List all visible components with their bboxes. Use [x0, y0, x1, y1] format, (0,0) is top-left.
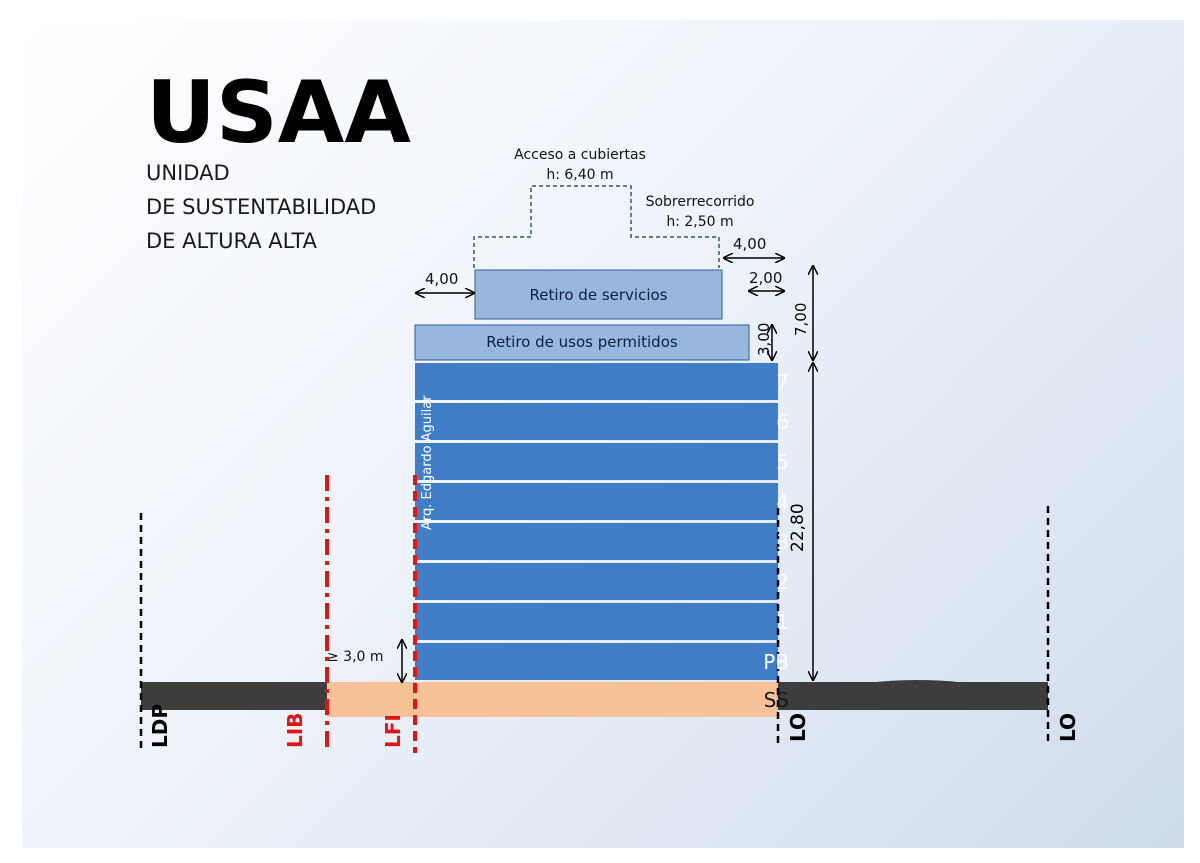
subtitle-line-3: DE ALTURA ALTA — [146, 229, 318, 253]
ldp-label: LDP — [148, 703, 172, 748]
dim-usos-height: 3,00 — [755, 322, 773, 356]
floor-label-6: 6 — [776, 410, 789, 434]
floor-2 — [415, 563, 778, 600]
section-diagram — [139, 185, 1050, 753]
floor-4 — [415, 483, 778, 520]
retiro-usos-label: Retiro de usos permitidos — [486, 333, 678, 351]
sobrerrecorrido-label: Sobrerrecorrido — [645, 194, 755, 210]
floor-label-7: 7 — [776, 370, 789, 394]
floor-label-2: 2 — [776, 570, 789, 594]
floor-1 — [415, 603, 778, 640]
dim-left-servicios: 4,00 — [425, 270, 459, 288]
dim-right-servicios: 2,00 — [749, 269, 783, 287]
acceso-outline — [473, 185, 720, 268]
lib-label: LIB — [283, 712, 307, 748]
dim-retiro-total: 7,00 — [792, 302, 810, 336]
basement-label: SS — [763, 688, 789, 712]
floor-7 — [415, 363, 778, 400]
min-height-label: ≥ 3,0 m — [327, 649, 384, 665]
road-crown — [834, 680, 1000, 710]
retiro-servicios-box — [474, 269, 723, 320]
author-credit: Arq. Edgardo Aguilar — [420, 395, 435, 530]
floor-6 — [415, 403, 778, 440]
floor-5 — [415, 443, 778, 480]
floor-stack — [415, 363, 778, 680]
acceso-label: Acceso a cubiertas — [514, 147, 646, 163]
lfi-label: LFI — [381, 714, 405, 748]
dim-top-right: 4,00 — [733, 235, 767, 253]
subtitle-line-2: DE SUSTENTABILIDAD — [146, 195, 377, 219]
lo-right-label: LO — [1056, 712, 1080, 742]
lo-left-label: LO — [786, 712, 810, 742]
dim-building-height: 22,80 — [788, 503, 808, 552]
acceso-height: h: 6,40 m — [546, 167, 614, 183]
ground — [141, 680, 1048, 710]
slide: USAA UNIDAD DE SUSTENTABILIDAD DE ALTURA… — [22, 20, 1184, 848]
floor-label-5: 5 — [776, 450, 789, 474]
ground-left — [141, 682, 327, 710]
floor-pb — [415, 643, 778, 680]
floor-label-3: 3 — [776, 530, 789, 554]
floor-label-1: 1 — [776, 610, 789, 634]
basement-block — [327, 682, 778, 717]
retiro-servicios-label: Retiro de servicios — [529, 286, 668, 304]
floor-label-4: 4 — [776, 490, 789, 514]
sobrerrecorrido-height: h: 2,50 m — [666, 214, 734, 230]
title: USAA — [146, 63, 411, 163]
retiro-usos-box — [414, 324, 750, 361]
floor-3 — [415, 523, 778, 560]
subtitle-line-1: UNIDAD — [146, 161, 230, 185]
floor-label-pb: PB — [763, 650, 789, 674]
